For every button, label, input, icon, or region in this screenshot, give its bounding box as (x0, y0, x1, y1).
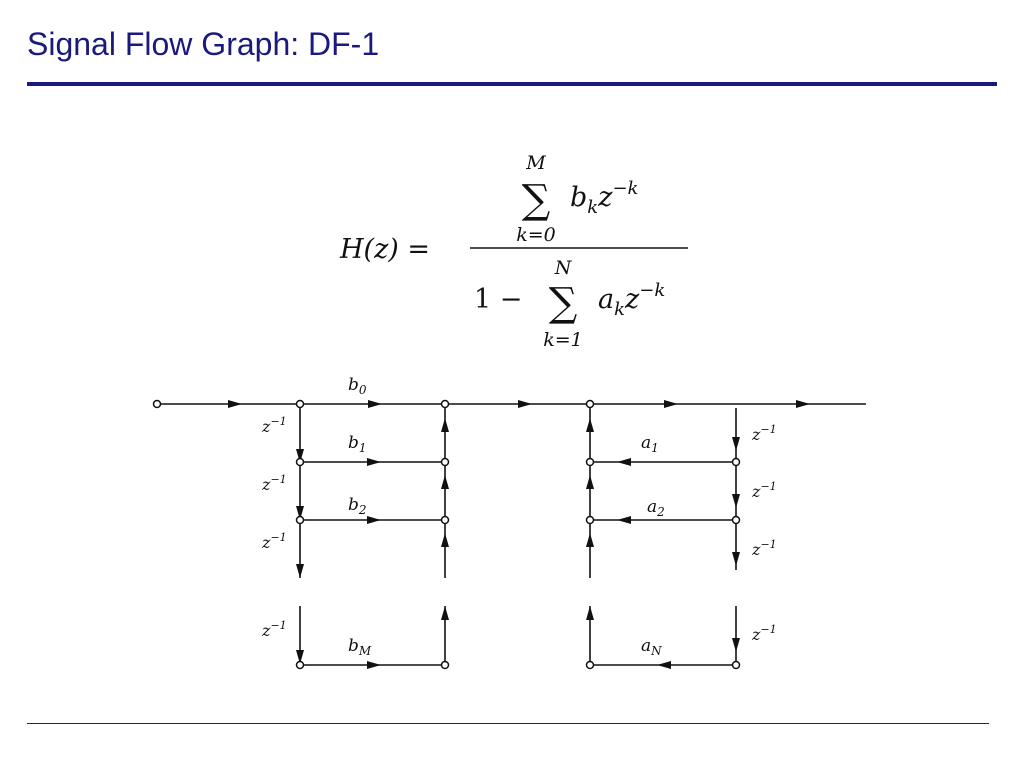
delay-label: z−1 (751, 480, 777, 501)
signal-flow-graph: b0 b1 b2 bM a1 a2 aN z−1 z−1 z−1 z−1 z−1… (152, 375, 866, 670)
arrow-up (586, 533, 594, 547)
delay-label: z−1 (261, 473, 287, 494)
graph-node (295, 399, 305, 409)
graph-node (295, 515, 305, 525)
arrow-right (664, 400, 678, 408)
coefficient-label-a1: a1 (641, 433, 659, 455)
delay-label: z−1 (751, 423, 777, 444)
graph-node (585, 515, 595, 525)
graph-node (295, 457, 305, 467)
numerator-sum-symbol: ∑ (522, 177, 551, 223)
arrow-down (732, 437, 740, 451)
graph-node (440, 457, 450, 467)
arrow-down (732, 494, 740, 508)
delay-label: z−1 (751, 538, 777, 559)
graph-node (440, 515, 450, 525)
arrow-right (518, 400, 532, 408)
denominator-lower-limit: k=1 (543, 329, 583, 351)
slide-title: Signal Flow Graph: DF-1 (27, 26, 380, 62)
numerator-upper-limit: M (525, 152, 546, 174)
transfer-function-formula: H(z) = M ∑ k=0 bkz−k 1 − N ∑ k=1 akz−k (339, 152, 688, 351)
input-node (152, 399, 162, 409)
arrow-right (228, 400, 242, 408)
arrow-down (296, 564, 304, 578)
delay-label: z−1 (261, 415, 287, 436)
arrow-up (441, 606, 449, 620)
arrow-right (367, 661, 381, 669)
arrow-down (732, 552, 740, 566)
graph-node (731, 515, 741, 525)
arrow-right (368, 400, 382, 408)
numerator-term: bkz−k (570, 178, 638, 218)
graph-node (585, 457, 595, 467)
coefficient-label-b2: b2 (348, 495, 367, 517)
delay-label: z−1 (261, 531, 287, 552)
denominator-upper-limit: N (554, 257, 573, 279)
arrow-right (367, 458, 381, 466)
arrow-left (617, 516, 631, 524)
arrow-up (441, 533, 449, 547)
delay-label: z−1 (751, 623, 777, 644)
arrow-down (732, 638, 740, 652)
denominator-term: akz−k (598, 280, 665, 320)
arrow-up (586, 606, 594, 620)
coefficient-label-bM: bM (348, 636, 372, 658)
arrow-up (586, 418, 594, 432)
numerator-lower-limit: k=0 (516, 224, 556, 246)
graph-node (585, 660, 595, 670)
arrow-left (617, 458, 631, 466)
coefficient-label-b0: b0 (348, 375, 367, 397)
graph-node (731, 660, 741, 670)
graph-node (585, 399, 595, 409)
delay-label: z−1 (261, 619, 287, 640)
arrow-up (586, 475, 594, 489)
arrow-down (296, 449, 304, 463)
denominator-one-minus: 1 − (474, 284, 522, 315)
title-divider (27, 82, 997, 86)
footer-divider (27, 723, 989, 724)
arrow-up (441, 475, 449, 489)
coefficient-label-a2: a2 (647, 497, 665, 519)
formula-lhs: H(z) = (339, 234, 430, 265)
graph-node (295, 660, 305, 670)
graph-node (440, 660, 450, 670)
arrow-down (296, 506, 304, 520)
coefficient-label-b1: b1 (348, 433, 367, 455)
coefficient-label-aN: aN (641, 636, 662, 658)
denominator-sum-symbol: ∑ (549, 280, 578, 326)
arrow-right (367, 516, 381, 524)
arrow-down (296, 650, 304, 664)
arrow-left (657, 661, 671, 669)
arrow-right (796, 400, 810, 408)
graph-node (731, 457, 741, 467)
graph-node (440, 399, 450, 409)
arrow-up (441, 418, 449, 432)
